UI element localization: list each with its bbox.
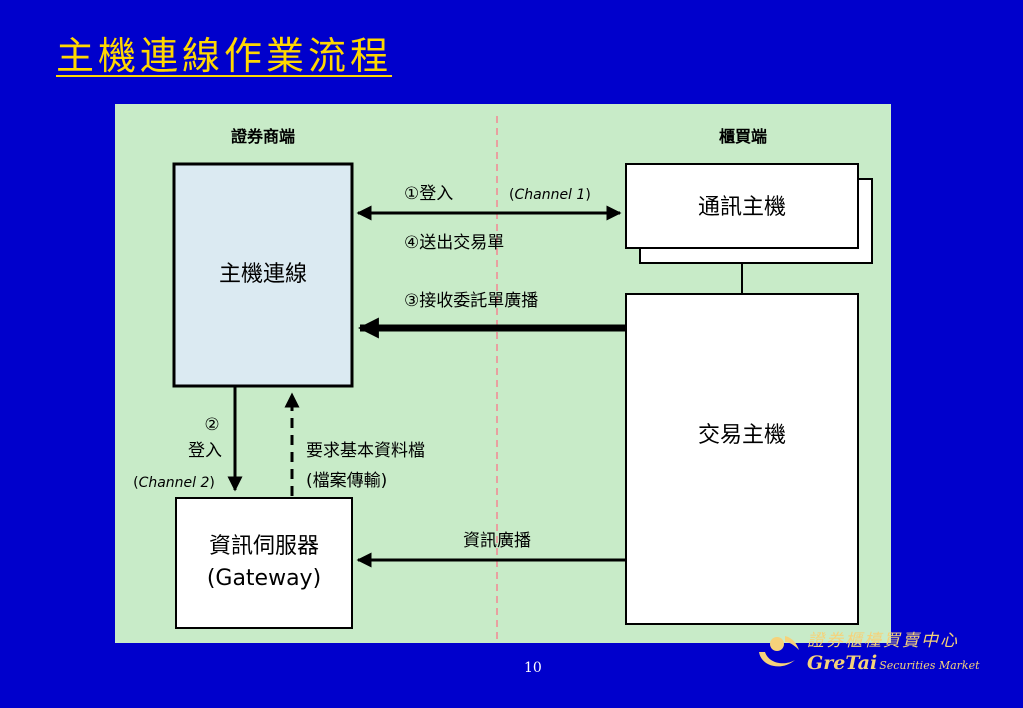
- step2-marker: ②: [204, 415, 219, 435]
- host-connection-label: 主機連線: [219, 262, 307, 287]
- gretai-swoosh-icon: [759, 636, 799, 667]
- info-server-gateway-label: (Gateway): [207, 566, 321, 591]
- info-broadcast-label: 資訊廣播: [463, 531, 531, 551]
- otc-side-header: 櫃買端: [719, 127, 767, 146]
- step3-receive-broadcast-label: ③接收委託單廣播: [404, 291, 538, 311]
- host-connection-box: 主機連線: [172, 162, 354, 388]
- trading-host-label: 交易主機: [698, 423, 786, 448]
- step2-login-label: 登入: [188, 441, 222, 461]
- step1-login-label: ①登入: [404, 184, 453, 204]
- channel1-label: (Channel 1): [509, 187, 591, 203]
- info-server-label: 資訊伺服器: [209, 534, 319, 559]
- comm-host-label: 通訊主機: [698, 195, 786, 220]
- comm-host-box: 通訊主機: [625, 163, 873, 264]
- channel2-label: (Channel 2): [133, 475, 215, 491]
- broker-side-header: 證券商端: [231, 127, 295, 146]
- slide-title: 主機連線作業流程: [56, 34, 393, 78]
- info-server-box: 資訊伺服器 (Gateway): [175, 497, 353, 629]
- trading-host-box: 交易主機: [625, 293, 859, 625]
- page-number: 10: [524, 660, 542, 676]
- gretai-chinese-name: 證券櫃檯買賣中心: [807, 631, 959, 651]
- request-file-label: 要求基本資料檔: [306, 441, 425, 461]
- file-transfer-label: (檔案傳輸): [306, 471, 387, 491]
- step4-send-order-label: ④送出交易單: [404, 233, 504, 253]
